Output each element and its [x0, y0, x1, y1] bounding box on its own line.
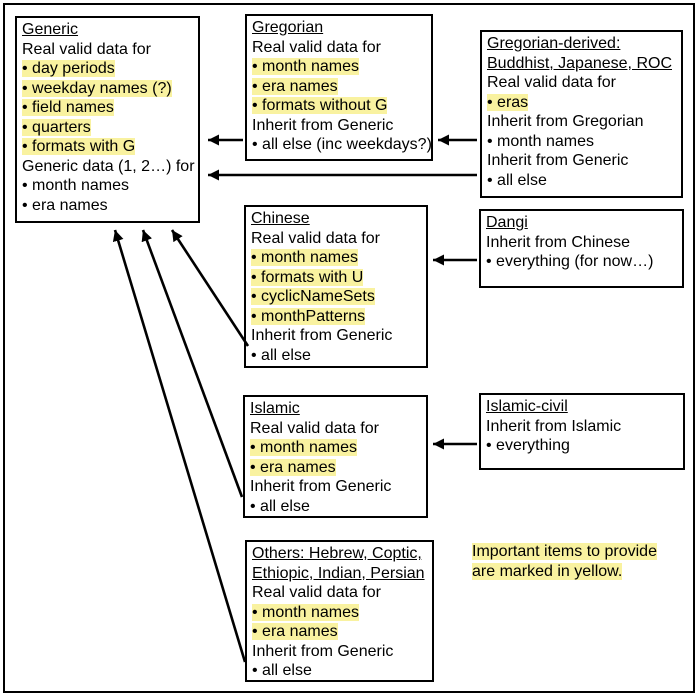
list-item: Real valid data for [22, 40, 151, 58]
list-item: Real valid data for [252, 38, 381, 56]
yellow-note-line: are marked in yellow. [472, 563, 623, 580]
list-item: • quarters [22, 118, 91, 136]
generic-box: Generic Real valid data for • day period… [15, 16, 200, 223]
list-item: Real valid data for [252, 584, 381, 601]
list-item: • era names [250, 458, 336, 476]
yellow-note: Important items to provide are marked in… [472, 542, 657, 582]
list-item: Inherit from Islamic [486, 417, 622, 435]
list-item: Inherit from Gregorian [487, 113, 644, 130]
list-item: • month names [250, 439, 357, 456]
outer-frame [3, 3, 695, 693]
generic-box-title: Generic [22, 21, 79, 38]
islamic-box-title: Islamic [250, 400, 300, 417]
others-box-title: Ethiopic, Indian, Persian [252, 564, 425, 582]
list-item: • month names [251, 249, 358, 266]
others-box-title: Others: Hebrew, Coptic, [252, 545, 422, 562]
dangi-box-title: Dangi [486, 214, 528, 231]
list-item: • everything [486, 437, 570, 454]
list-item: • month names [487, 132, 594, 150]
gregorian-box: Gregorian Real valid data for • month na… [245, 14, 433, 161]
islamic-civil-box: Islamic-civil Inherit from Islamic • eve… [479, 393, 685, 470]
list-item: • month names [252, 58, 359, 75]
list-item: • all else [487, 171, 547, 189]
chinese-box-title: Chinese [251, 210, 310, 227]
list-item: • monthPatterns [251, 307, 366, 325]
list-item: • weekday names (?) [22, 79, 172, 97]
list-item: • day periods [22, 60, 115, 77]
list-item: • all else [251, 346, 311, 364]
gregorian-derived-box-title: Buddhist, Japanese, ROC [487, 54, 672, 72]
islamic-civil-box-title: Islamic-civil [486, 398, 568, 415]
islamic-box: Islamic Real valid data for • month name… [243, 395, 428, 518]
chinese-box: Chinese Real valid data for • month name… [244, 205, 428, 368]
list-item: Inherit from Chinese [486, 233, 631, 251]
list-item: Generic data (1, 2…) for [22, 157, 195, 175]
gregorian-derived-box-title: Gregorian-derived: [487, 35, 621, 52]
list-item: • era names [22, 196, 108, 214]
gregorian-box-title: Gregorian [252, 19, 324, 36]
others-box: Others: Hebrew, Coptic, Ethiopic, Indian… [245, 540, 434, 682]
list-item: Inherit from Generic [251, 327, 393, 344]
list-item: • cyclicNameSets [251, 288, 375, 305]
list-item: Inherit from Generic [252, 642, 394, 660]
list-item: Inherit from Generic [250, 478, 392, 495]
list-item: • era names [252, 77, 338, 95]
list-item: • all else [252, 662, 312, 679]
list-item: • month names [22, 177, 129, 194]
list-item: • formats without G [252, 97, 388, 114]
list-item: Real valid data for [250, 419, 379, 437]
list-item: Inherit from Generic [487, 152, 629, 169]
list-item: • all else [250, 497, 310, 515]
gregorian-derived-box: Gregorian-derived: Buddhist, Japanese, R… [480, 30, 683, 198]
dangi-box: Dangi Inherit from Chinese • everything … [479, 209, 684, 288]
list-item: • formats with G [22, 138, 136, 155]
list-item: • eras [487, 93, 529, 111]
list-item: • everything (for now…) [486, 253, 654, 270]
list-item: • all else (inc weekdays?) [252, 136, 432, 153]
list-item: Real valid data for [487, 74, 616, 91]
list-item: • month names [252, 603, 359, 621]
list-item: Inherit from Generic [252, 116, 394, 134]
list-item: Real valid data for [251, 229, 380, 247]
list-item: • era names [252, 623, 338, 640]
list-item: • formats with U [251, 268, 364, 286]
yellow-note-line: Important items to provide [472, 543, 657, 560]
list-item: • field names [22, 99, 114, 116]
